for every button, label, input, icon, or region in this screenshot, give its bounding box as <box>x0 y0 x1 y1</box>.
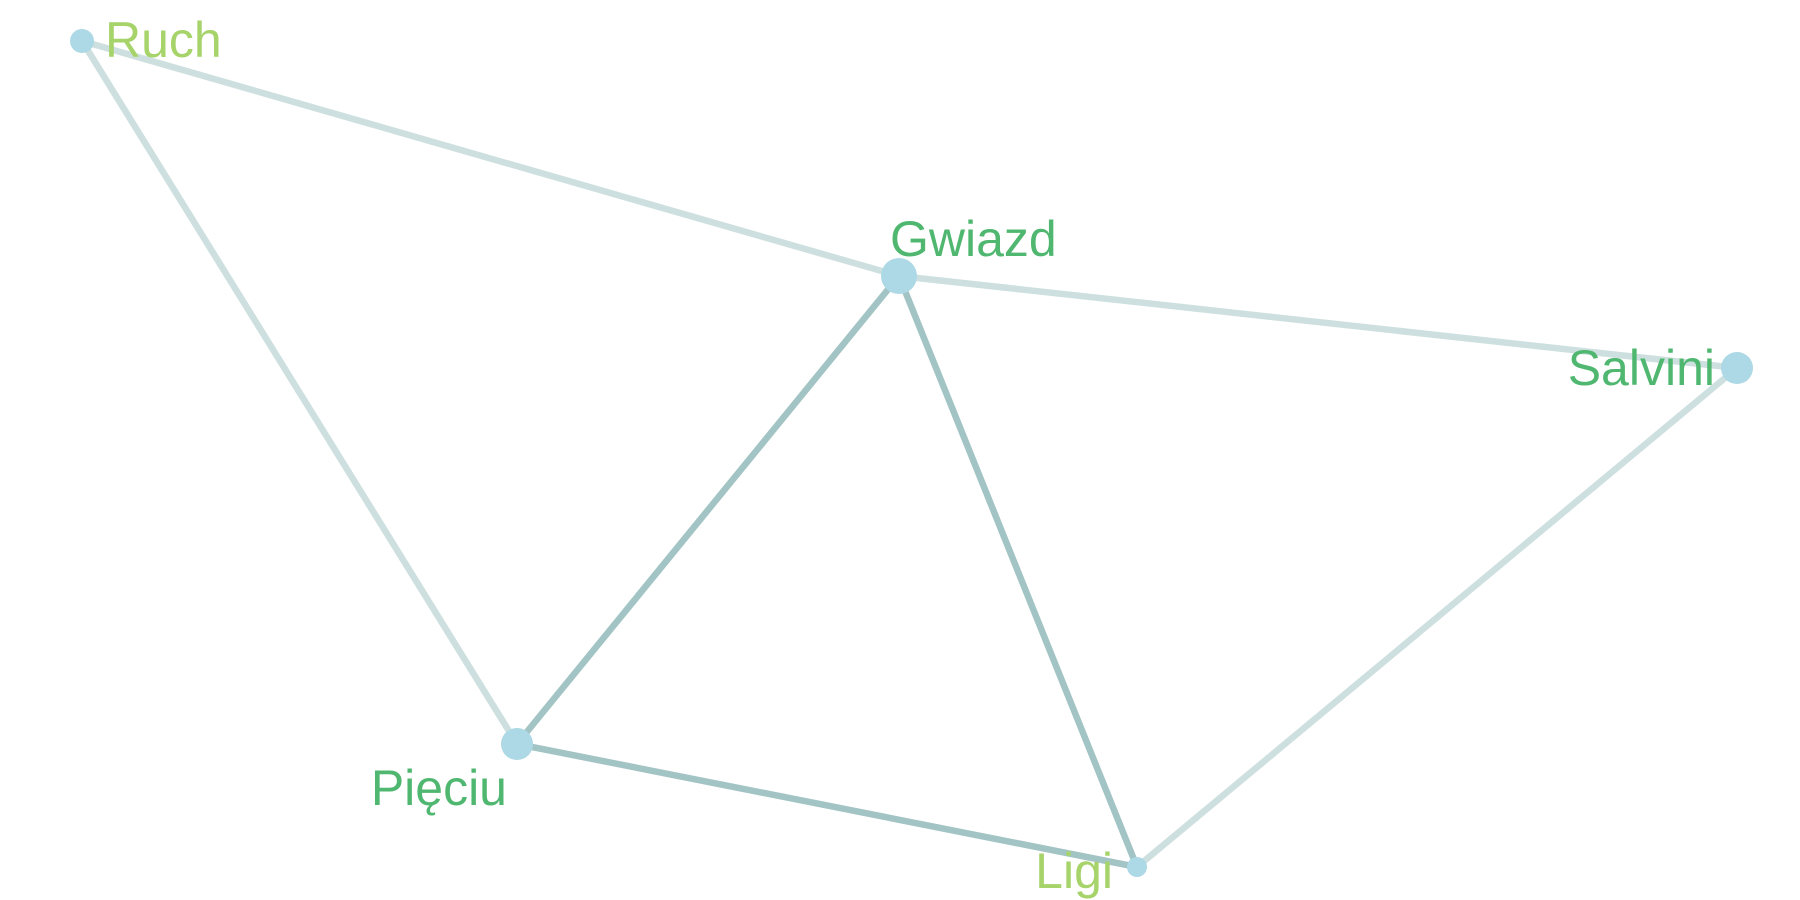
node-pieciu[interactable] <box>501 728 533 760</box>
edge-pieciu-ligi <box>513 740 1141 871</box>
node-salvini[interactable] <box>1721 352 1753 384</box>
graph-edges <box>78 37 1741 871</box>
node-label-salvini: Salvini <box>1568 340 1715 396</box>
edge-salvini-ligi <box>1133 364 1741 871</box>
node-label-gwiazd: Gwiazd <box>890 211 1057 267</box>
node-label-ligi: Ligi <box>1035 843 1113 899</box>
node-gwiazd[interactable] <box>881 258 917 294</box>
edge-ruch-gwiazd <box>78 37 903 280</box>
edge-ruch-pieciu <box>78 37 521 748</box>
node-ruch[interactable] <box>70 29 94 53</box>
graph-nodes <box>70 29 1753 877</box>
edge-gwiazd-ligi <box>895 272 1141 871</box>
node-label-ruch: Ruch <box>105 12 222 68</box>
edge-gwiazd-pieciu <box>513 272 903 748</box>
edge-gwiazd-salvini <box>895 272 1741 372</box>
node-ligi[interactable] <box>1127 857 1147 877</box>
node-label-pieciu: Pięciu <box>371 760 507 816</box>
